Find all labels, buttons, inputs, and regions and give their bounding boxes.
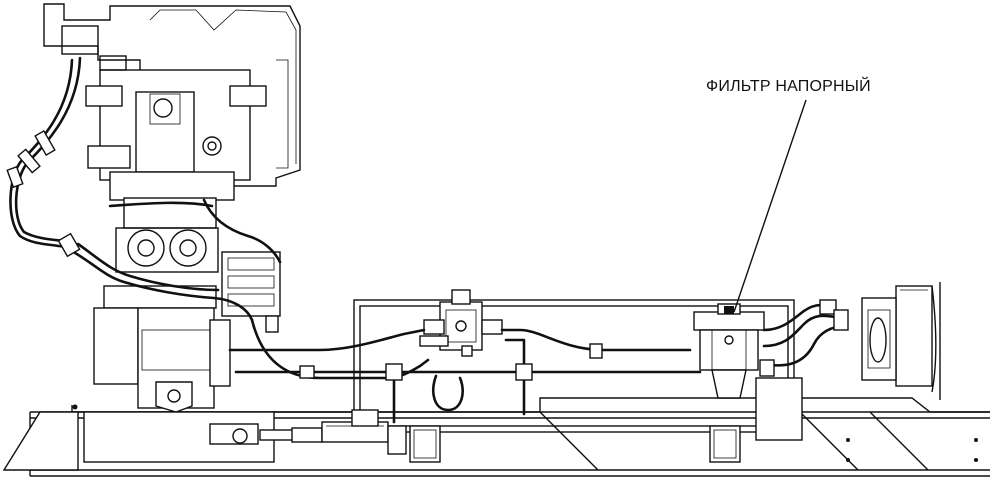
twin-pump-assembly [115,227,281,317]
pressure-filter [693,303,765,399]
control-valve-block [419,289,503,357]
tilt-cylinder [291,409,407,455]
hydraulic-tank-frame [353,299,803,463]
hydraulic-lines [6,56,849,424]
upper-cab-body [43,3,301,229]
motor-flange [861,282,941,400]
callout-label-pressure-filter: ФИЛЬТР НАПОРНЫЙ [706,78,871,95]
lower-drive-housing [83,285,297,463]
callout-leader-line [733,99,807,313]
